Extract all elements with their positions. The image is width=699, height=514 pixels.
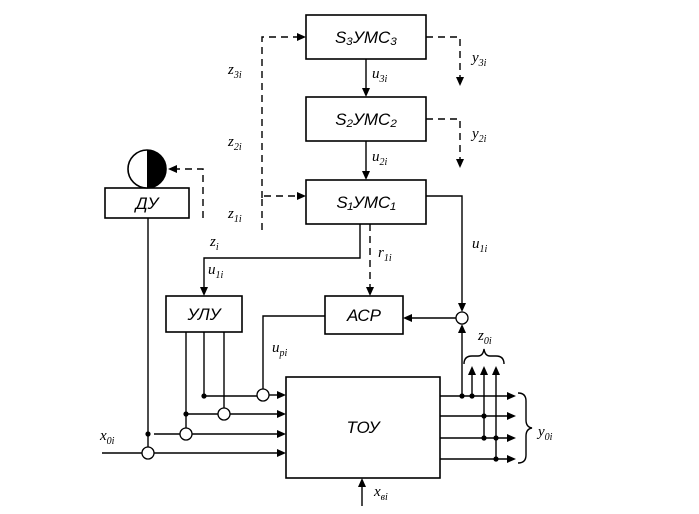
- block-acr: АСР: [324, 295, 404, 335]
- label-r1: r1i: [378, 245, 392, 264]
- label-x0: x0i: [99, 428, 115, 447]
- label-u2: u2i: [372, 149, 388, 168]
- block-tou: ТОУ: [285, 376, 441, 479]
- display-indicator-icon: [127, 149, 167, 189]
- block-du-label: ДУ: [134, 194, 161, 213]
- block-s3-ums3: S₃УМС₃: [305, 14, 427, 60]
- label-u1-left: u1i: [208, 262, 224, 281]
- block-s2-label: S₂УМС₂: [335, 110, 397, 129]
- label-up: upi: [272, 340, 288, 359]
- label-y0: y0i: [536, 424, 553, 443]
- label-z3: z3i: [227, 62, 242, 81]
- label-u3: u3i: [372, 66, 388, 85]
- block-ulu-label: УЛУ: [186, 305, 222, 324]
- label-z1: z1i: [227, 206, 242, 225]
- label-z2: z2i: [227, 134, 242, 153]
- block-s1-label: S₁УМС₁: [336, 193, 395, 212]
- block-tou-label: ТОУ: [347, 418, 382, 437]
- label-y2: y2i: [470, 126, 487, 145]
- label-zi: zi: [209, 234, 219, 253]
- label-u1-right: u1i: [472, 236, 488, 255]
- block-s2-ums2: S₂УМС₂: [305, 96, 427, 142]
- block-s1-ums1: S₁УМС₁: [305, 179, 427, 225]
- block-du: ДУ: [104, 187, 190, 219]
- label-z0: z0i: [477, 328, 492, 347]
- label-y3: y3i: [470, 50, 487, 69]
- block-s3-label: S₃УМС₃: [335, 28, 397, 47]
- label-xb: xвi: [373, 484, 388, 503]
- block-ulu: УЛУ: [165, 295, 243, 333]
- block-acr-label: АСР: [346, 306, 382, 325]
